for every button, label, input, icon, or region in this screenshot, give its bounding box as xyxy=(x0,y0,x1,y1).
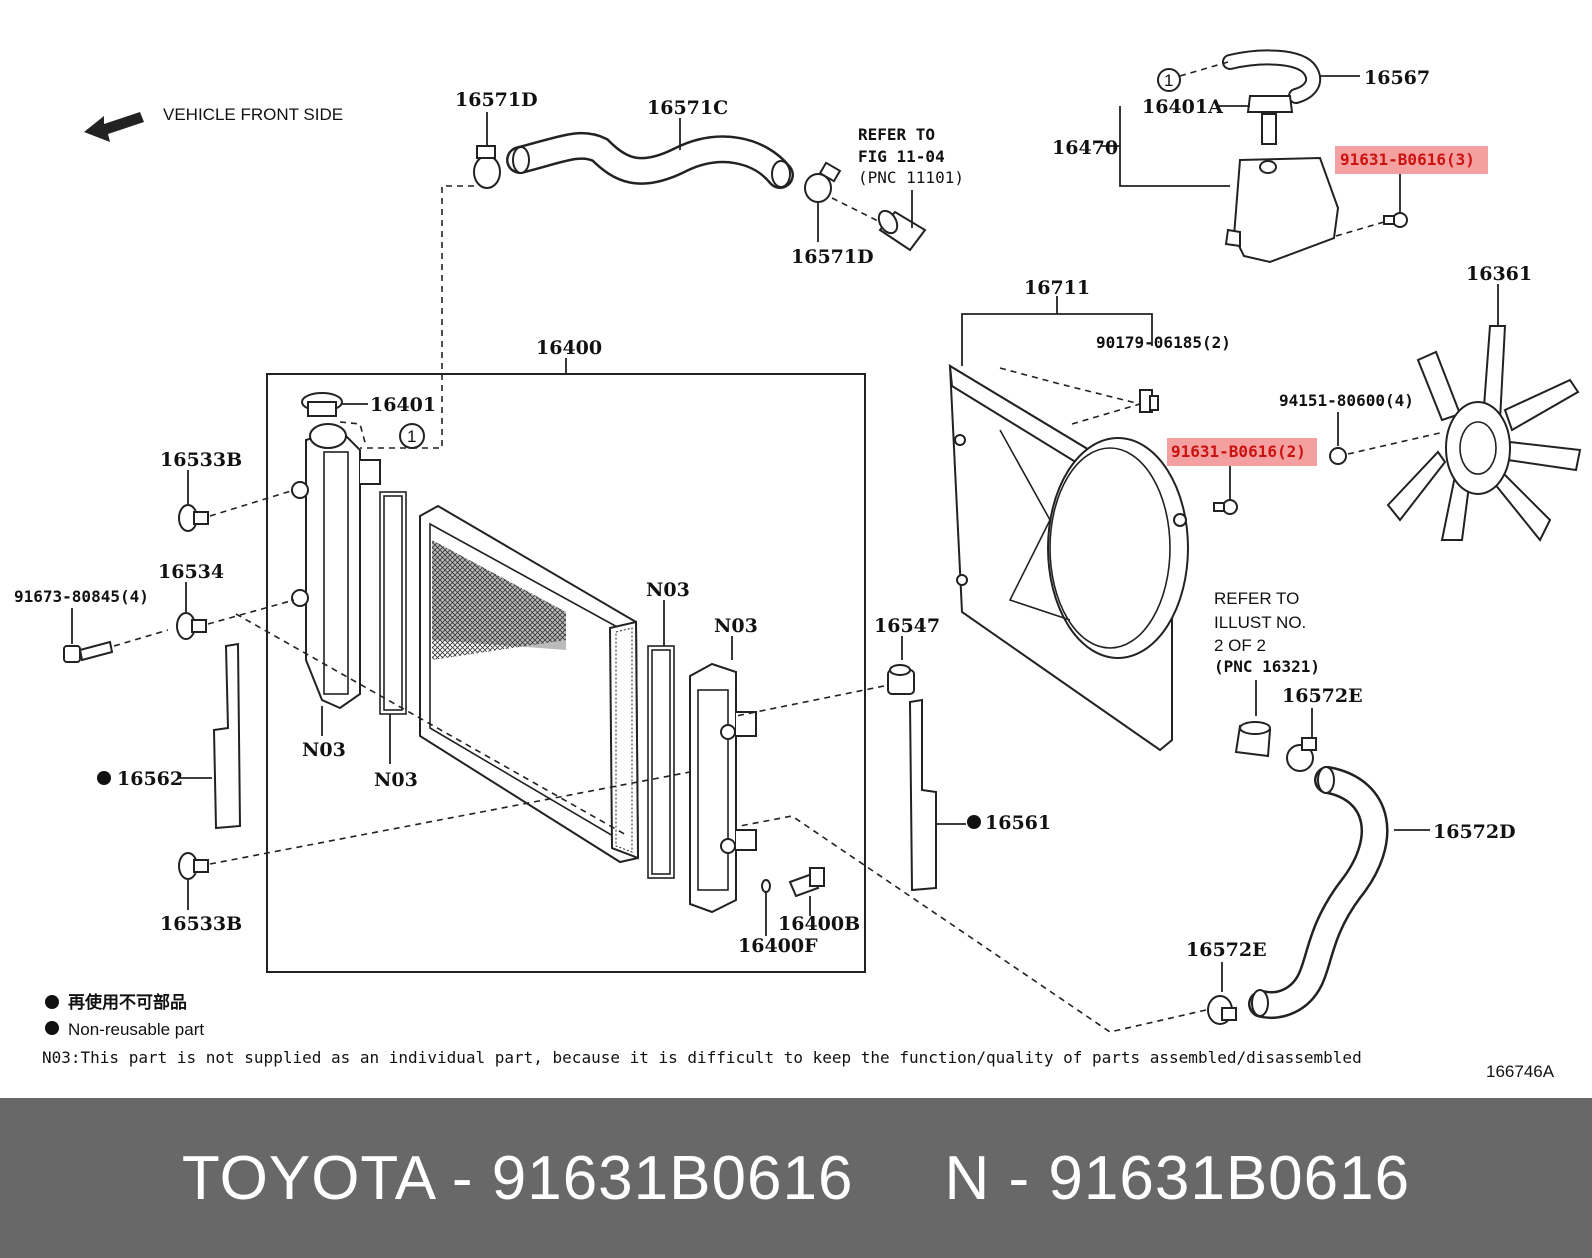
label-16533B-bottom: 16533B xyxy=(160,913,242,935)
bushing-16533B-top xyxy=(178,504,209,532)
part-number-text: TOYOTA - 91631B0616 N - 91631B0616 xyxy=(181,1143,1411,1213)
label-16561: 16561 xyxy=(985,812,1051,834)
non-reusable-dot-16562 xyxy=(97,771,111,785)
label-16401A: 16401A xyxy=(1142,96,1223,118)
label-91631-B0616-2: 91631-B0616(2) xyxy=(1171,442,1306,461)
upper-radiator-hose xyxy=(506,131,794,189)
legend-text-jp: 再使用不可部品 xyxy=(68,992,187,1012)
reservoir-cap-16401A xyxy=(1246,95,1294,145)
refer-illust-line2: ILLUST NO. xyxy=(1214,613,1306,632)
overflow-hose-16567 xyxy=(1222,49,1322,104)
lower-radiator-hose-16572D xyxy=(1248,766,1389,1019)
label-16567: 16567 xyxy=(1364,67,1430,89)
label-91631-B0616-3: 91631-B0616(3) xyxy=(1340,150,1475,169)
radiator-lower-tank-right xyxy=(689,662,757,914)
highlight-91631-B0616-3 xyxy=(1335,146,1488,174)
label-16547: 16547 xyxy=(874,615,940,637)
seal-16561 xyxy=(908,698,937,892)
label-16400F: 16400F xyxy=(738,935,818,957)
hose-clamp-16571D-bottom xyxy=(804,161,842,203)
circle-marker-1-radiator-text: 1 xyxy=(407,427,416,446)
right-tank-gasket-n03 xyxy=(647,645,675,879)
bushing-16534 xyxy=(176,612,207,640)
radiator-cushion-16547 xyxy=(887,664,915,695)
refer-illust-line1: REFER TO xyxy=(1214,589,1299,608)
label-16572E-bottom: 16572E xyxy=(1186,939,1267,961)
label-16571D-top: 16571D xyxy=(455,89,538,111)
label-16534: 16534 xyxy=(158,561,224,583)
label-16533B-top: 16533B xyxy=(160,449,242,471)
radiator-parts-diagram: VEHICLE FRONT SIDE 16571D 16571C xyxy=(14,49,1582,1081)
label-n03-d: N03 xyxy=(714,615,758,637)
drain-cock-plug-16400B xyxy=(788,867,825,898)
left-tank-gasket-n03 xyxy=(379,491,407,715)
reservoir-tank-16470 xyxy=(1224,156,1340,264)
label-16571D-bottom: 16571D xyxy=(791,246,874,268)
hose-clamp-16572E-top xyxy=(1286,737,1317,772)
radiator-core xyxy=(419,504,640,864)
bolt-91673-80845 xyxy=(63,640,114,663)
legend-bullet-jp xyxy=(45,995,59,1009)
part-number-footer: TOYOTA - 91631B0616 N - 91631B0616 xyxy=(0,1098,1592,1258)
refer-fig-line2: FIG 11-04 xyxy=(858,147,945,166)
label-16572D: 16572D xyxy=(1433,821,1516,843)
vehicle-front-side-label: VEHICLE FRONT SIDE xyxy=(163,105,343,124)
legend-bullet-en xyxy=(45,1021,59,1035)
bushing-16533B-bottom xyxy=(178,852,209,880)
engine-outlet-pipe xyxy=(877,209,927,252)
radiator-cap-16401 xyxy=(301,392,343,417)
label-16361: 16361 xyxy=(1466,263,1532,285)
hose-clamp-16572E-bottom xyxy=(1207,995,1237,1025)
label-90179-06185: 90179-06185(2) xyxy=(1096,333,1231,352)
radiator-upper-tank-left xyxy=(291,423,381,710)
label-16571C: 16571C xyxy=(647,97,728,119)
bolt-91631-B0616-tank xyxy=(1383,212,1408,228)
refer-illust-line3: 2 OF 2 xyxy=(1214,636,1266,655)
cooling-fan-16361 xyxy=(1386,325,1582,542)
label-16470: 16470 xyxy=(1052,137,1118,159)
label-91673-80845: 91673-80845(4) xyxy=(14,587,149,606)
bolt-91631-B0616-shroud xyxy=(1213,499,1238,515)
nut-94151-80600 xyxy=(1329,447,1347,465)
refer-fig-line1: REFER TO xyxy=(858,125,935,144)
label-16400B: 16400B xyxy=(778,913,860,935)
fan-shroud-16711 xyxy=(948,364,1189,752)
circle-marker-1-radiator xyxy=(399,423,425,449)
label-n03-c: N03 xyxy=(646,579,690,601)
engine-inlet-pipe xyxy=(1234,721,1272,758)
label-n03-b: N03 xyxy=(374,769,418,791)
legend-text-en: Non-reusable part xyxy=(68,1020,204,1039)
circle-marker-1-top-text: 1 xyxy=(1164,71,1173,90)
label-n03-a: N03 xyxy=(302,739,346,761)
label-16572E-top: 16572E xyxy=(1282,685,1363,707)
highlight-91631-B0616-2 xyxy=(1167,438,1317,466)
non-reusable-dot-16561 xyxy=(967,815,981,829)
refer-fig-line3: (PNC 11101) xyxy=(858,168,964,187)
refer-illust-line4: (PNC 16321) xyxy=(1214,657,1320,676)
label-16711: 16711 xyxy=(1024,277,1090,299)
hose-clamp-16571D-top xyxy=(473,145,501,189)
vehicle-front-arrow-icon xyxy=(84,112,144,142)
o-ring-16400F xyxy=(761,879,771,893)
label-94151-80600: 94151-80600(4) xyxy=(1279,391,1414,410)
drawing-number: 166746A xyxy=(1486,1062,1555,1081)
seal-16562 xyxy=(212,642,242,830)
circle-marker-1-top xyxy=(1157,68,1181,92)
label-16401: 16401 xyxy=(370,394,436,416)
n03-note: N03:This part is not supplied as an indi… xyxy=(42,1048,1362,1067)
label-16562: 16562 xyxy=(117,768,183,790)
clip-90179-06185 xyxy=(1139,389,1159,413)
label-16400: 16400 xyxy=(536,337,602,359)
